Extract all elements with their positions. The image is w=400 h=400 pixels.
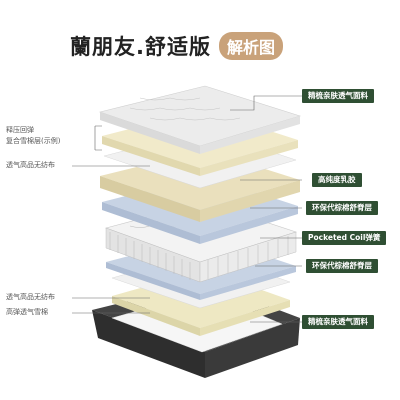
label-nonwoven-bottom-line: 透气高品无纺布 xyxy=(6,293,55,301)
label-palm-top: 环保代棕棉舒脊层 xyxy=(306,201,378,215)
label-nonwoven-top-line: 透气高品无纺布 xyxy=(6,161,55,169)
label-fabric-bottom: 精梳亲肤透气面料 xyxy=(302,315,374,329)
layer-quilted-top xyxy=(98,85,302,154)
label-foam-line2: 复合雪棉层(示例) xyxy=(6,137,61,145)
label-latex: 高纯度乳胶 xyxy=(312,173,362,187)
label-snow-foam: 高弹透气雪棉 xyxy=(6,307,48,318)
page-title: 蘭朋友.舒适版 xyxy=(70,35,211,59)
leader-lines xyxy=(72,95,302,323)
label-snow-foam-line: 高弹透气雪棉 xyxy=(6,308,48,316)
label-nonwoven-bottom: 透气高品无纺布 xyxy=(6,292,55,303)
label-spring: Pocketed Coil弹簧 xyxy=(302,231,387,245)
label-palm-bottom: 环保代棕棉舒脊层 xyxy=(306,259,378,273)
label-nonwoven-top: 透气高品无纺布 xyxy=(6,160,55,171)
label-foam: 释压回弹 复合雪棉层(示例) xyxy=(6,125,60,147)
title-bar: 蘭朋友.舒适版 解析图 xyxy=(70,30,330,62)
label-foam-line1: 释压回弹 xyxy=(6,126,34,134)
title-badge: 解析图 xyxy=(218,32,283,60)
label-fabric-top: 精梳亲肤透气面料 xyxy=(302,89,374,103)
